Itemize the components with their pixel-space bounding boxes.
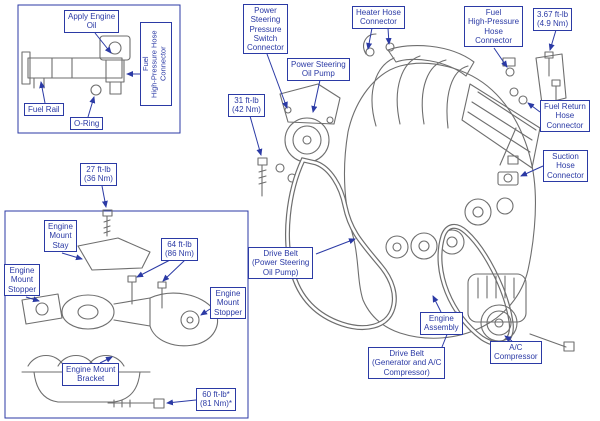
leader-31ftlb <box>249 115 263 156</box>
leader-em-stopper-left <box>25 296 40 303</box>
leader-60ftlb <box>166 399 197 406</box>
label-engine-mount-bracket: Engine Mount Bracket <box>62 363 120 386</box>
engine-mount-stopper-right-part <box>149 292 218 347</box>
label-engine-assembly: Engine Assembly <box>420 312 463 335</box>
label-fuel-return-hose-connector: Fuel Return Hose Connector <box>540 100 590 132</box>
leader-lines <box>25 27 557 406</box>
pulley-art <box>385 229 465 260</box>
engine-mount-stopper-left-part <box>21 293 63 325</box>
label-heater-hose-connector: Heater Hose Connector <box>352 6 405 29</box>
label-torque-31: 31 ft-lb (42 Nm) <box>228 94 265 117</box>
ac-mount-bolt <box>529 333 575 352</box>
label-drive-belt-gen-ac: Drive Belt (Generator and A/C Compressor… <box>368 347 446 379</box>
leader-64ftlb-1 <box>136 259 171 278</box>
drive-belt-ps-art <box>285 157 397 330</box>
leader-367ftlb <box>548 29 557 51</box>
leader-heater-hose-1 <box>366 27 373 50</box>
label-o-ring: O-Ring <box>70 117 104 131</box>
label-fuel-hp-hose-connector-right: Fuel High-Pressure Hose Connector <box>464 6 524 48</box>
leader-ps-pump <box>311 79 321 113</box>
label-torque-64: 64 ft-lb (86 Nm) <box>161 238 198 261</box>
leader-o-ring <box>87 96 96 118</box>
label-apply-engine-oil: Apply Engine Oil <box>64 10 120 33</box>
suction-hose-connector-part <box>497 155 519 186</box>
label-suction-hose-connector: Suction Hose Connector <box>543 150 588 182</box>
leader-ps-switch <box>266 53 288 109</box>
fuel-rail-art <box>21 35 131 96</box>
engine-assembly-art <box>344 33 567 339</box>
label-fuel-rail: Fuel Rail <box>24 103 64 117</box>
leader-suction <box>520 165 544 177</box>
label-engine-mount-stopper-right: Engine Mount Stopper <box>210 287 247 319</box>
leader-fuel-rail <box>39 81 46 104</box>
engine-mount-detail-box <box>4 210 249 419</box>
leader-fuel-return <box>527 102 541 113</box>
leader-belt-ps <box>315 238 356 255</box>
leader-em-stopper-right <box>200 308 211 316</box>
leader-fuel-hp-right <box>493 47 508 68</box>
intake-plenum-part <box>387 45 475 77</box>
label-ps-oil-pump: Power Steering Oil Pump <box>287 58 350 81</box>
leader-apply-engine-oil <box>94 32 112 54</box>
leader-27ftlb <box>101 185 108 208</box>
label-ps-pressure-switch-connector: Power Steering Pressure Switch Connector <box>243 4 288 55</box>
leader-heater-hose-2 <box>385 27 392 45</box>
studs-64ftlb <box>127 275 167 309</box>
leader-engine-assembly <box>432 295 442 313</box>
label-engine-mount-stopper-left: Engine Mount Stopper <box>4 264 41 296</box>
fuel-hose-connector-parts <box>502 57 528 105</box>
pressure-switch-part <box>284 106 292 114</box>
bolt-31ftlb <box>257 157 268 197</box>
power-steering-pump-art <box>257 83 341 197</box>
label-fuel-hp-hose-connector-left: Fuel High-Pressure Hose Connector <box>140 22 172 106</box>
label-torque-27: 27 ft-lb (36 Nm) <box>80 163 117 186</box>
label-torque-60: 60 ft-lb* (81 Nm)* <box>196 388 237 411</box>
label-engine-mount-stay: Engine Mount Stay <box>44 220 77 252</box>
label-drive-belt-ps: Drive Belt (Power Steering Oil Pump) <box>248 247 314 279</box>
leader-ac-compressor <box>504 335 513 342</box>
label-torque-3-67: 3.67 ft-lb (4.9 Nm) <box>533 8 573 31</box>
leader-em-stay <box>61 252 83 261</box>
leader-64ftlb-2 <box>162 259 186 282</box>
engine-mount-stay-part <box>77 237 151 271</box>
leader-em-bracket <box>99 356 113 364</box>
fuel-rail-detail-box <box>17 4 181 134</box>
engine-mount-part <box>61 294 115 330</box>
bolt-60ftlb <box>107 398 165 409</box>
label-ac-compressor: A/C Compressor <box>490 341 542 364</box>
bolts-367ftlb <box>535 51 567 105</box>
bolt-27ftlb <box>102 209 113 237</box>
